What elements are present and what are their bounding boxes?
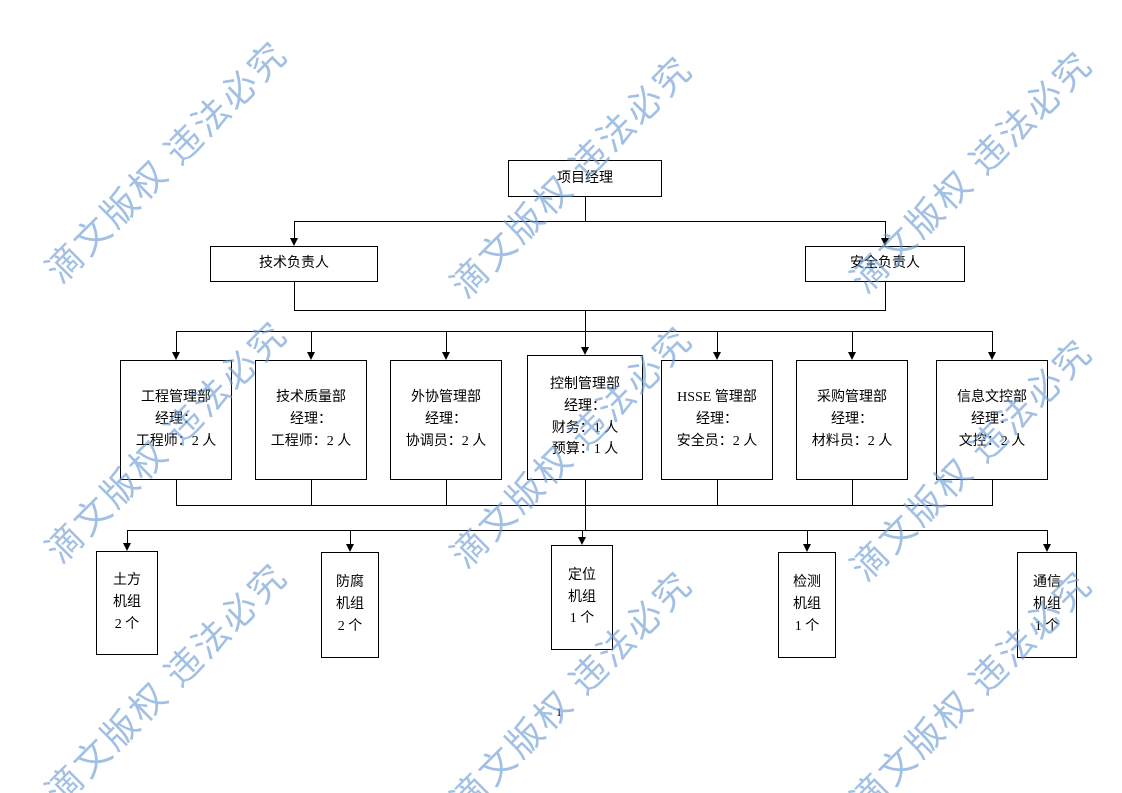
arrowhead: [581, 347, 589, 355]
connector: [582, 530, 583, 538]
connector: [992, 480, 993, 506]
connector: [852, 480, 853, 506]
connector: [350, 530, 351, 545]
connector: [885, 221, 886, 239]
connector: [446, 331, 447, 353]
connector: [585, 331, 586, 348]
arrowhead: [881, 238, 889, 246]
connector: [807, 530, 808, 545]
connector: [585, 310, 586, 332]
connector: [585, 480, 586, 506]
safety-lead-label: 安全负责人: [850, 256, 920, 272]
connector: [311, 331, 312, 353]
connector: [176, 331, 993, 332]
connector: [176, 505, 993, 506]
connector: [127, 530, 1048, 531]
crew-box-inspection: 检测 机组 1 个: [778, 552, 836, 658]
department-label: 信息文控部 经理： 文控：2 人: [957, 390, 1027, 449]
connector: [294, 310, 886, 311]
arrowhead: [307, 352, 315, 360]
connector: [311, 480, 312, 506]
arrowhead: [1043, 544, 1051, 552]
crew-box-communication: 通信 机组 1 个: [1017, 552, 1077, 658]
connector: [294, 221, 295, 239]
department-label: 工程管理部 经理： 工程师：2 人: [135, 390, 217, 449]
connector: [717, 331, 718, 353]
connector: [294, 221, 886, 222]
department-label: 技术质量部 经理： 工程师：2 人: [270, 390, 352, 449]
connector: [176, 331, 177, 353]
crew-label: 通信 机组 1 个: [1033, 575, 1061, 634]
connector: [585, 197, 586, 222]
department-label: HSSE 管理部 经理： 安全员：2 人: [676, 390, 758, 449]
connector: [176, 480, 177, 506]
department-box-outsourcing: 外协管理部 经理： 协调员：2 人: [390, 360, 502, 480]
arrowhead: [713, 352, 721, 360]
crew-label: 定位 机组 1 个: [568, 567, 596, 627]
crew-box-anticorrosion: 防腐 机组 2 个: [321, 552, 379, 658]
crew-label: 土方 机组 2 个: [113, 573, 141, 632]
arrowhead: [803, 544, 811, 552]
arrowhead: [346, 544, 354, 552]
department-box-engineering: 工程管理部 经理： 工程师：2 人: [120, 360, 232, 480]
connector: [585, 505, 586, 531]
arrowhead: [848, 352, 856, 360]
connector: [992, 331, 993, 353]
connector: [852, 331, 853, 353]
connector: [294, 282, 295, 311]
connector: [446, 480, 447, 506]
watermark: 滴文版权 违法必究: [38, 555, 296, 793]
department-label: 采购管理部 经理： 材料员：2 人: [811, 390, 893, 449]
project-manager-box: 项目经理: [508, 160, 662, 197]
crew-label: 检测 机组 1 个: [793, 575, 821, 634]
arrowhead: [172, 352, 180, 360]
connector: [127, 530, 128, 544]
technical-lead-label: 技术负责人: [259, 256, 329, 272]
department-label: 控制管理部 经理： 财务：1 人 预算：1 人: [550, 377, 620, 458]
project-manager-label: 项目经理: [557, 170, 613, 186]
technical-lead-box: 技术负责人: [210, 246, 378, 282]
safety-lead-box: 安全负责人: [805, 246, 965, 282]
connector: [885, 282, 886, 311]
crew-box-positioning: 定位 机组 1 个: [551, 545, 613, 650]
arrowhead: [988, 352, 996, 360]
arrowhead: [442, 352, 450, 360]
department-box-tech-quality: 技术质量部 经理： 工程师：2 人: [255, 360, 367, 480]
page-number: 1: [556, 705, 562, 719]
crew-box-earthwork: 土方 机组 2 个: [96, 551, 158, 655]
connector: [1047, 530, 1048, 545]
arrowhead: [123, 543, 131, 551]
department-box-control: 控制管理部 经理： 财务：1 人 预算：1 人: [527, 355, 643, 480]
arrowhead: [578, 537, 586, 545]
department-label: 外协管理部 经理： 协调员：2 人: [405, 390, 487, 449]
department-box-document-control: 信息文控部 经理： 文控：2 人: [936, 360, 1048, 480]
department-box-procurement: 采购管理部 经理： 材料员：2 人: [796, 360, 908, 480]
connector: [717, 480, 718, 506]
department-box-hsse: HSSE 管理部 经理： 安全员：2 人: [661, 360, 773, 480]
crew-label: 防腐 机组 2 个: [336, 575, 364, 634]
arrowhead: [290, 238, 298, 246]
